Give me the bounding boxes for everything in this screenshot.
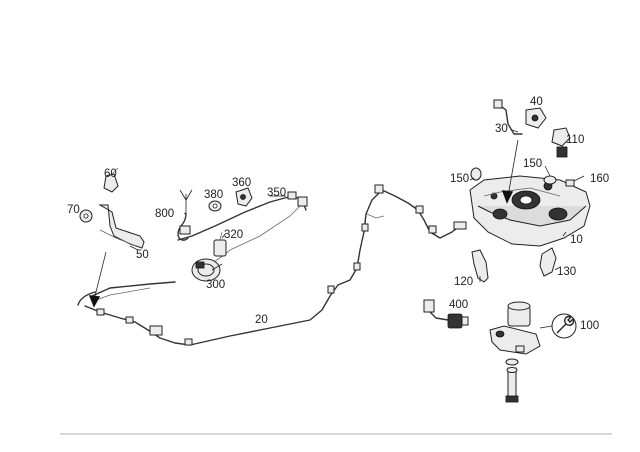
main-line-20[interactable] <box>77 189 461 346</box>
clip-60[interactable] <box>103 167 119 193</box>
callout-40[interactable]: 40 <box>530 96 543 108</box>
leader-lines <box>129 129 567 329</box>
callout-120[interactable]: 120 <box>454 276 473 288</box>
callout-350[interactable]: 350 <box>267 187 286 199</box>
fuel-tank-10[interactable] <box>469 175 591 247</box>
pump-motor-100[interactable] <box>489 301 541 403</box>
callout-800[interactable]: 800 <box>155 208 174 220</box>
callout-320[interactable]: 320 <box>224 229 243 241</box>
tank-connector <box>453 221 467 230</box>
bracket-130[interactable] <box>539 247 557 277</box>
bracket-120[interactable] <box>471 249 489 283</box>
callout-300[interactable]: 300 <box>206 279 225 291</box>
connector-400[interactable] <box>423 299 469 329</box>
wrench-icon <box>551 313 577 339</box>
line-350[interactable] <box>177 191 308 251</box>
callout-50[interactable]: 50 <box>136 249 149 261</box>
callout-380[interactable]: 380 <box>204 189 223 201</box>
callout-110[interactable]: 110 <box>566 134 584 146</box>
callout-360[interactable]: 360 <box>232 177 251 189</box>
callout-labels: 10 20 30 40 50 60 70 100 110 120 130 150… <box>67 96 609 332</box>
part-150-upper[interactable] <box>543 175 557 185</box>
part-150-left[interactable] <box>470 167 482 181</box>
callout-60[interactable]: 60 <box>104 168 117 180</box>
sensor-30[interactable] <box>493 99 523 135</box>
antenna-800[interactable] <box>177 189 193 241</box>
clip-360[interactable] <box>235 187 253 207</box>
assembly-arrow-right <box>501 139 519 204</box>
pump-300[interactable] <box>191 249 231 282</box>
grommet-70[interactable] <box>79 209 93 223</box>
bracket-50[interactable] <box>98 204 145 249</box>
callout-10[interactable]: 10 <box>570 234 583 246</box>
callout-100[interactable]: 100 <box>580 320 599 332</box>
part-320[interactable] <box>213 231 227 257</box>
assembly-arrow-left <box>88 251 107 308</box>
callout-160[interactable]: 160 <box>590 173 609 185</box>
washer-380[interactable] <box>208 200 222 212</box>
callout-70[interactable]: 70 <box>67 204 80 216</box>
callout-20[interactable]: 20 <box>255 314 268 326</box>
bolt-160[interactable] <box>565 175 585 187</box>
connector-40[interactable] <box>525 107 547 129</box>
line-clips <box>96 184 437 346</box>
callout-400[interactable]: 400 <box>449 299 468 311</box>
part-110[interactable] <box>551 127 571 158</box>
callout-150-left[interactable]: 150 <box>450 173 469 185</box>
callout-30[interactable]: 30 <box>495 123 508 135</box>
callout-130[interactable]: 130 <box>557 266 576 278</box>
callout-150-upper[interactable]: 150 <box>523 158 542 170</box>
